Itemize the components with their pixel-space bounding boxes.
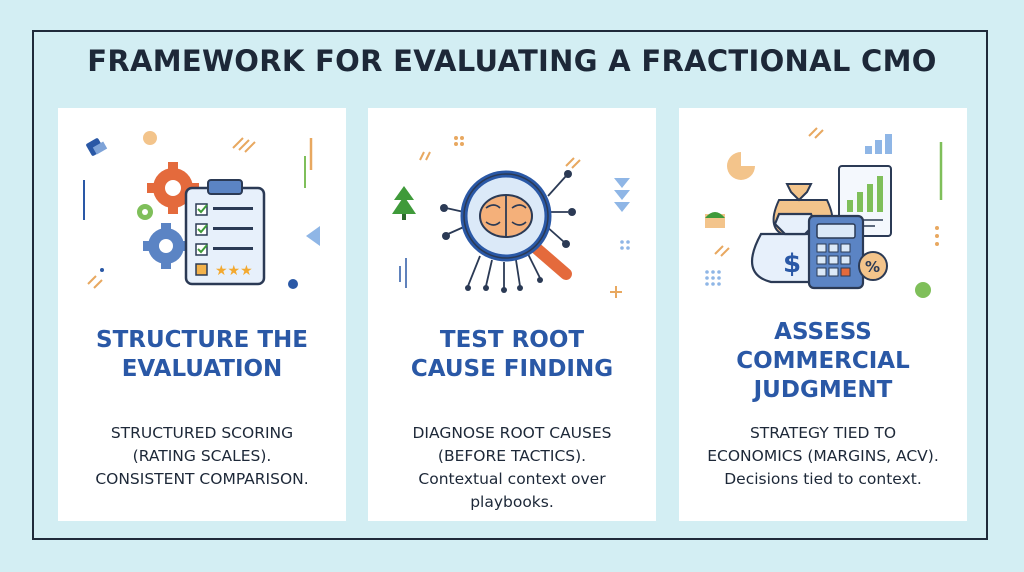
- card-description: STRUCTURED SCORING (RATING SCALES). CONS…: [58, 422, 346, 491]
- card-heading-line: JUDGMENT: [753, 377, 893, 403]
- clipboard-gears-icon: ★★★: [83, 131, 320, 289]
- card-description-line: (RATING SCALES).: [132, 447, 272, 465]
- card-structure-evaluation: ★★★ STRUCTURE THE EVALUATION STRUCTURED …: [58, 108, 346, 521]
- card-heading-line: EVALUATION: [121, 356, 283, 382]
- card-description-line: playbooks.: [470, 493, 554, 511]
- svg-text:★★★: ★★★: [215, 263, 253, 279]
- card-heading: TEST ROOT CAUSE FINDING: [368, 326, 656, 384]
- card-description-line: STRATEGY TIED TO: [749, 424, 897, 442]
- card-description-line: STRUCTURED SCORING: [110, 424, 294, 442]
- card-heading-line: CAUSE FINDING: [410, 356, 614, 382]
- card-heading-line: TEST ROOT: [439, 327, 585, 353]
- svg-text:$: $: [783, 249, 801, 279]
- card-commercial-judgment: $ % ASSESS COMMERCIAL JUDGMENT STRATEGY …: [679, 108, 967, 521]
- brain-magnifier-icon: [392, 136, 630, 298]
- card-description-line: DIAGNOSE ROOT CAUSES: [412, 424, 612, 442]
- calculator-money-icon: $ %: [705, 127, 943, 298]
- card-description-line: CONSISTENT COMPARISON.: [95, 470, 309, 488]
- page-title: FRAMEWORK FOR EVALUATING A FRACTIONAL CM…: [87, 44, 937, 78]
- card-description-line: (BEFORE TACTICS).: [437, 447, 587, 465]
- card-description-line: ECONOMICS (MARGINS, ACV).: [707, 447, 939, 465]
- card-heading: STRUCTURE THE EVALUATION: [58, 326, 346, 384]
- card-description: STRATEGY TIED TO ECONOMICS (MARGINS, ACV…: [679, 422, 967, 491]
- card-heading-line: ASSESS: [774, 319, 872, 345]
- card-description-line: Contextual context over: [418, 470, 606, 488]
- card-heading-line: STRUCTURE THE: [96, 327, 308, 353]
- card-heading: ASSESS COMMERCIAL JUDGMENT: [679, 318, 967, 405]
- card-root-cause: TEST ROOT CAUSE FINDING DIAGNOSE ROOT CA…: [368, 108, 656, 521]
- card-heading-line: COMMERCIAL: [736, 348, 910, 374]
- card-description-line: Decisions tied to context.: [724, 470, 922, 488]
- svg-text:%: %: [865, 258, 880, 276]
- framework-border: [32, 30, 988, 540]
- card-description: DIAGNOSE ROOT CAUSES (BEFORE TACTICS). C…: [368, 422, 656, 514]
